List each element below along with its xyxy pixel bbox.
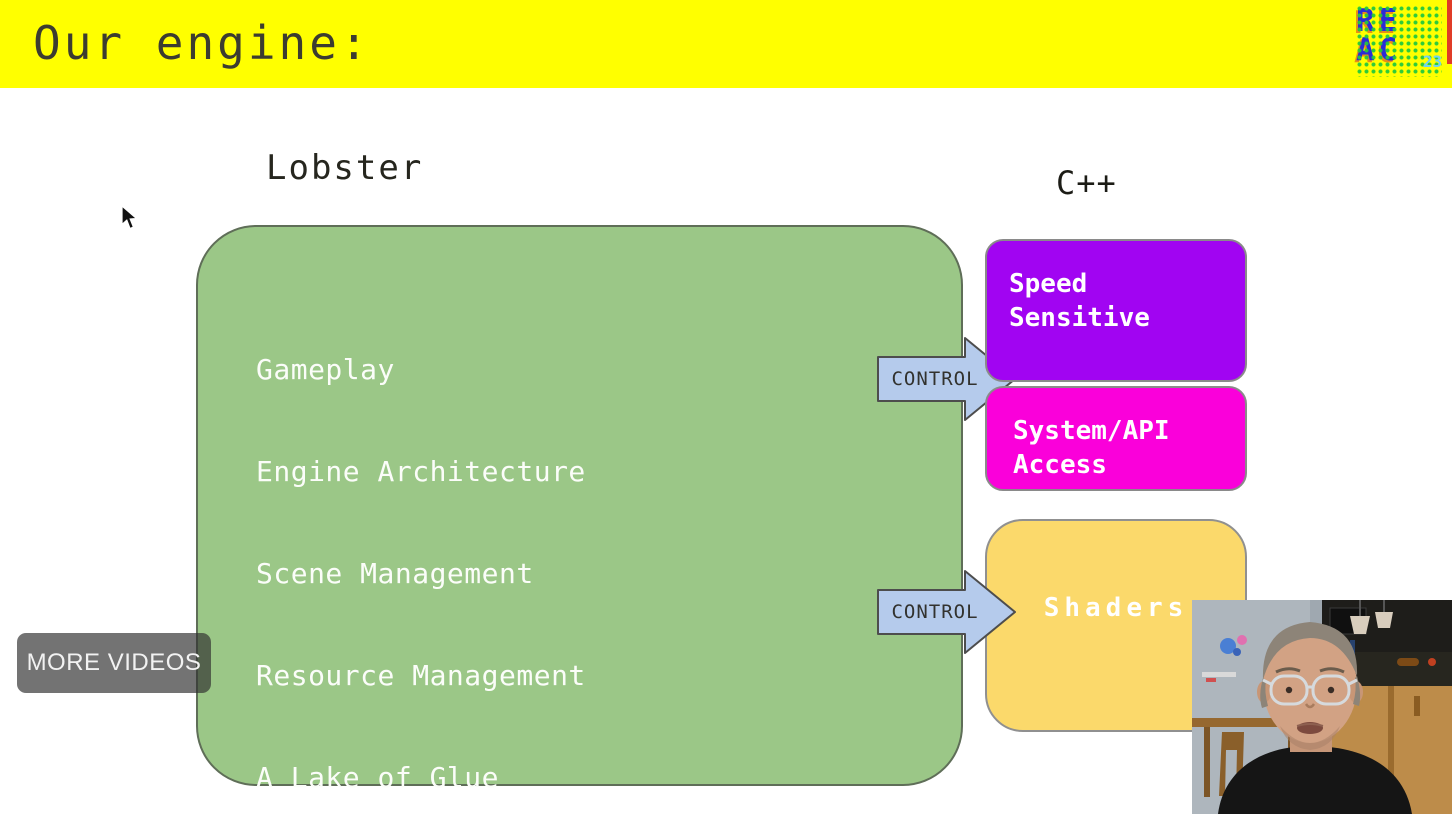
- box-text: Speed: [1009, 269, 1088, 299]
- lobster-box: Gameplay Engine Architecture Scene Manag…: [196, 225, 963, 794]
- box-text: System/API: [1013, 416, 1170, 446]
- speed-sensitive-box: Speed Sensitive: [985, 239, 1247, 382]
- control-arrow-label: CONTROL: [891, 368, 979, 390]
- reac-conference-logo: RE AC 23: [1356, 5, 1442, 77]
- more-videos-button[interactable]: MORE VIDEOS: [17, 633, 211, 693]
- slide-title: Our engine:: [33, 16, 371, 70]
- control-arrow-bottom: CONTROL: [877, 569, 1017, 655]
- mouse-cursor: [120, 204, 142, 231]
- logo-year: 23: [1422, 52, 1442, 71]
- lobster-column-label: Lobster: [266, 148, 424, 188]
- cpp-column-label: C++: [1056, 164, 1117, 202]
- lobster-feature-list: Gameplay Engine Architecture Scene Manag…: [256, 285, 586, 814]
- presenter-webcam-overlay: [1192, 600, 1452, 814]
- list-item: Engine Architecture: [256, 455, 586, 488]
- arrow-shape: [877, 570, 1016, 654]
- slide-header: Our engine: RE AC 23: [0, 0, 1452, 88]
- logo-red-strip: [1447, 0, 1452, 64]
- control-arrow-label: CONTROL: [891, 601, 979, 623]
- list-item: Scene Management: [256, 557, 534, 590]
- list-item: Resource Management: [256, 659, 586, 692]
- presenter-illustration: [1192, 600, 1452, 814]
- list-item: Gameplay: [256, 353, 395, 386]
- box-text: Sensitive: [1009, 303, 1150, 333]
- system-api-access-box: System/API Access: [985, 386, 1247, 491]
- box-text: Shaders: [1043, 593, 1189, 623]
- box-text: Access: [1013, 450, 1107, 480]
- list-item: A Lake of Glue: [256, 761, 500, 794]
